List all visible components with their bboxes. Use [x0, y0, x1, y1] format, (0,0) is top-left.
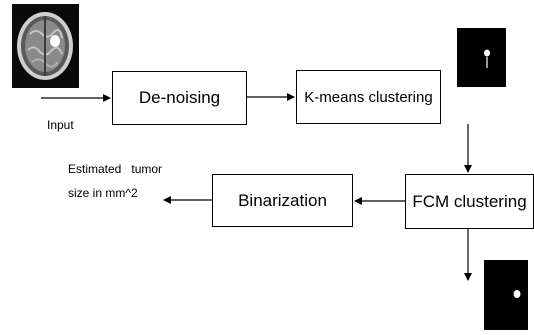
kmeans-label: K-means clustering	[304, 88, 433, 106]
output-label-line1: Estimated tumor	[68, 162, 163, 176]
input-label: Input	[47, 118, 74, 132]
fcm-label: FCM clustering	[412, 191, 527, 211]
kmeans-box: K-means clustering	[296, 70, 441, 124]
output-label-line2: size in mm^2	[68, 186, 138, 200]
kmeans-output-image	[457, 28, 506, 87]
input-mri-image	[12, 4, 79, 88]
denoising-box: De-noising	[112, 71, 247, 125]
binarization-box: Binarization	[212, 174, 353, 227]
denoising-label: De-noising	[138, 88, 221, 107]
binarization-label: Binarization	[238, 190, 327, 210]
fcm-box: FCM clustering	[405, 174, 534, 229]
fcm-output-image	[484, 260, 528, 330]
